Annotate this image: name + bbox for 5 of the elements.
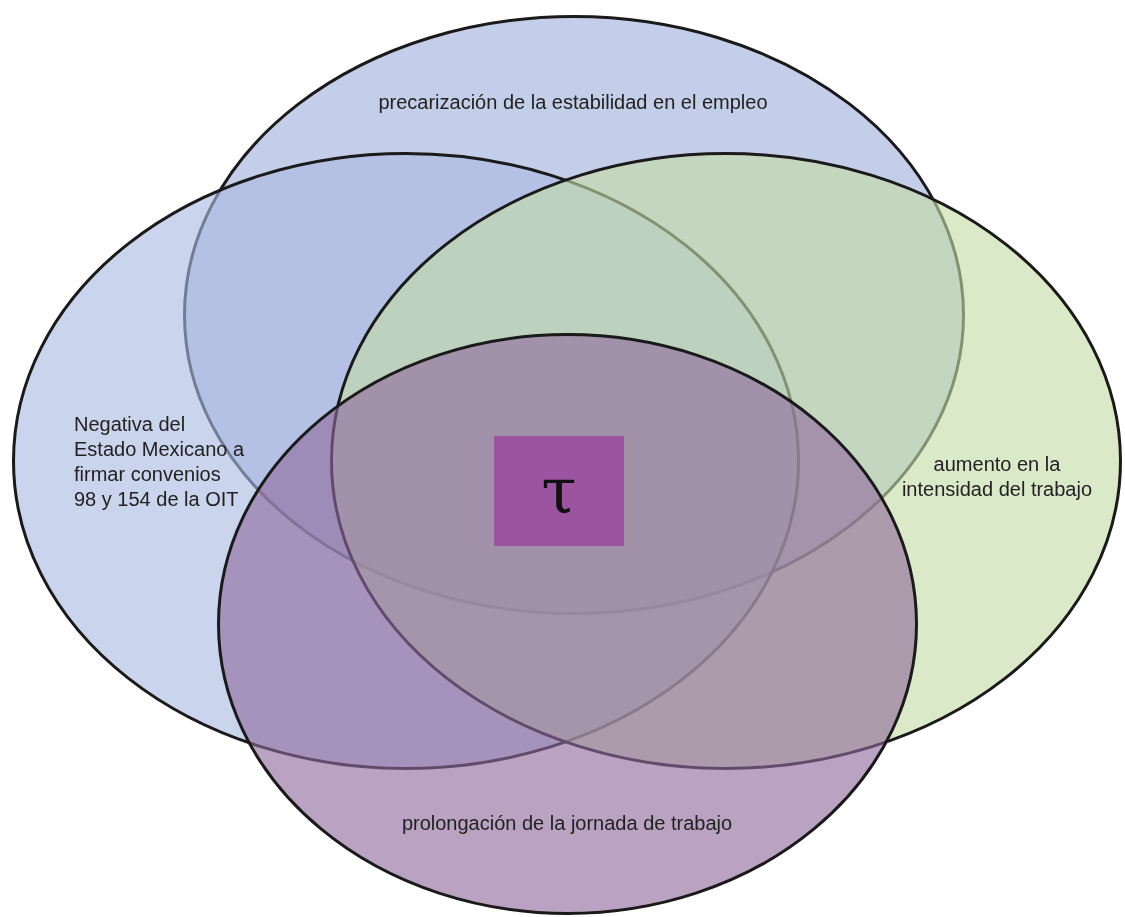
circle-label: Negativa del Estado Mexicano a firmar convenios 98 y 154 de la OIT xyxy=(74,412,246,512)
tau-symbol: τ xyxy=(541,459,577,523)
circle-label: precarización de la estabilidad en el empleo xyxy=(377,90,769,115)
circle-label: prolongación de la jornada de trabajo xyxy=(400,811,734,836)
circle-label: aumento en la intensidad del trabajo xyxy=(900,452,1094,502)
